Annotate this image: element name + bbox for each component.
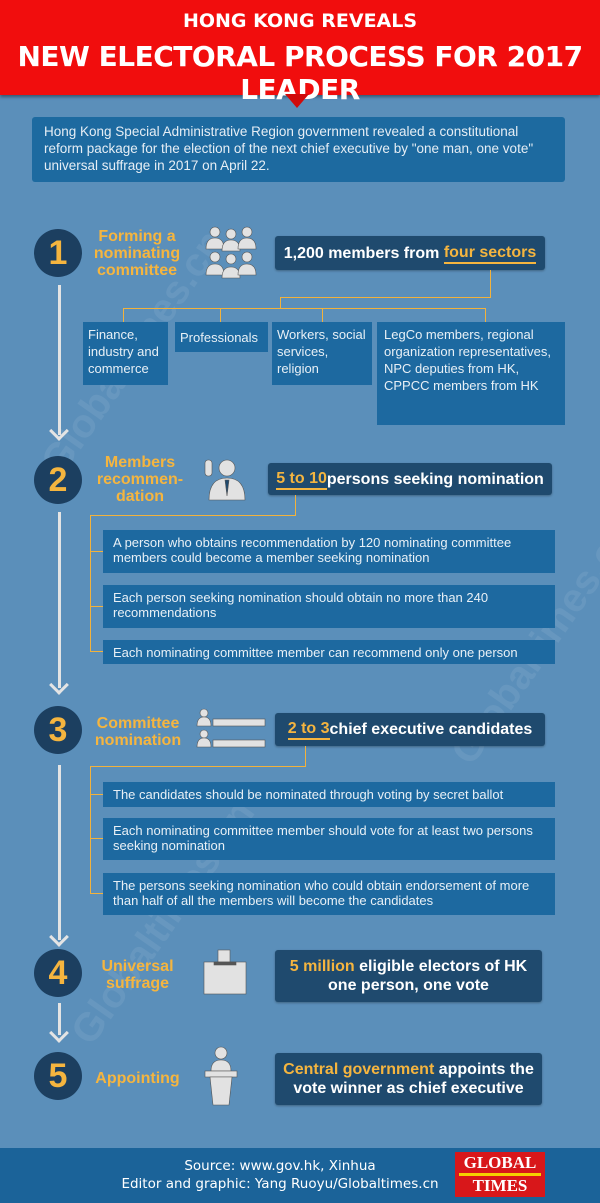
connector xyxy=(220,308,221,322)
connector xyxy=(322,308,323,322)
connector xyxy=(90,651,103,652)
banner-pointer xyxy=(285,94,309,108)
raised-hand-person-icon xyxy=(204,459,246,501)
connector xyxy=(90,893,103,894)
flow-arrow xyxy=(58,765,61,940)
detail-item: The candidates should be nominated throu… xyxy=(103,782,555,807)
sector-workers: Workers, social services, religion xyxy=(272,322,372,385)
header-banner: HONG KONG REVEALS NEW ELECTORAL PROCESS … xyxy=(0,0,600,106)
step-1-number: 1 xyxy=(34,229,82,277)
connector xyxy=(305,746,306,767)
detail-item: A person who obtains recommendation by 1… xyxy=(103,530,555,573)
step-4-title: Universal suffrage xyxy=(101,958,174,992)
summary-text: 5 million eligible electors of HK one pe… xyxy=(275,957,542,995)
summary-text: 1,200 members from xyxy=(283,244,440,262)
arrow-head-icon xyxy=(49,927,69,947)
connector xyxy=(295,495,296,516)
ballot-box-icon xyxy=(203,949,247,995)
connector xyxy=(90,606,103,607)
ballot-bars-icon xyxy=(196,708,266,748)
connector xyxy=(90,794,103,795)
step-5-summary: Central government appoints the vote win… xyxy=(275,1053,542,1105)
connector xyxy=(280,297,281,309)
footer-credit: Editor and graphic: Yang Ruoyu/Globaltim… xyxy=(121,1176,439,1192)
footer-source: Source: www.gov.hk, Xinhua xyxy=(184,1158,376,1174)
step-1-title: Forming a nominating committee xyxy=(93,228,181,279)
step-3-title: Committee nomination xyxy=(94,715,182,749)
detail-item: Each nominating committee member should … xyxy=(103,818,555,860)
step-1-summary: 1,200 members from four sectors xyxy=(275,236,545,270)
summary-highlight: 2 to 3 xyxy=(287,719,330,740)
connector xyxy=(280,297,491,298)
step-2-title: Members recommen-dation xyxy=(96,454,184,505)
detail-item: Each nominating committee member can rec… xyxy=(103,640,555,664)
sector-finance: Finance, industry and commerce xyxy=(83,322,168,385)
step-5-number: 5 xyxy=(34,1052,82,1100)
flow-arrow xyxy=(58,512,61,688)
step-2-summary: 5 to 10 persons seeking nomination xyxy=(268,463,552,495)
step-2-number: 2 xyxy=(34,456,82,504)
connector xyxy=(123,308,124,322)
step-3-number: 3 xyxy=(34,706,82,754)
summary-text: chief executive candidates xyxy=(329,721,533,738)
connector xyxy=(90,515,91,652)
connector xyxy=(90,551,103,552)
logo-stripe xyxy=(459,1173,541,1176)
summary-highlight: four sectors xyxy=(443,243,537,264)
summary-text: persons seeking nomination xyxy=(326,470,544,488)
step-4-number: 4 xyxy=(34,949,82,997)
committee-people-icon xyxy=(205,226,257,279)
summary-highlight: 5 million xyxy=(289,958,355,975)
title-line2: NEW ELECTORAL PROCESS FOR 2017 LEADER xyxy=(17,40,583,106)
sector-legco: LegCo members, regional organization rep… xyxy=(377,322,565,425)
summary-text: Central government appoints the vote win… xyxy=(275,1060,542,1098)
step-5-title: Appointing xyxy=(95,1070,180,1087)
flow-arrow xyxy=(58,285,61,435)
step-3-summary: 2 to 3 chief executive candidates xyxy=(275,713,545,746)
summary-highlight: Central government xyxy=(283,1061,435,1078)
connector xyxy=(90,766,91,894)
step-4-summary: 5 million eligible electors of HK one pe… xyxy=(275,950,542,1002)
summary-highlight: 5 to 10 xyxy=(276,469,327,490)
flow-arrow xyxy=(58,1003,61,1035)
detail-item: The persons seeking nomination who could… xyxy=(103,873,555,915)
connector xyxy=(123,308,486,309)
title-line1: HONG KONG REVEALS xyxy=(182,10,418,32)
podium-speaker-icon xyxy=(204,1046,238,1106)
connector xyxy=(90,838,103,839)
detail-item: Each person seeking nomination should ob… xyxy=(103,585,555,628)
global-times-logo: GLOBAL TIMES xyxy=(455,1152,545,1197)
summary-body: appoints the vote winner as chief execut… xyxy=(293,1061,534,1097)
connector xyxy=(485,308,486,322)
summary-body: eligible electors of HK one person, one … xyxy=(328,958,528,994)
logo-bottom: TIMES xyxy=(472,1176,528,1195)
connector xyxy=(490,270,491,298)
sector-professionals: Professionals xyxy=(175,322,268,352)
logo-top: GLOBAL xyxy=(463,1153,537,1172)
connector xyxy=(90,766,306,767)
arrow-head-icon xyxy=(49,675,69,695)
intro-text: Hong Kong Special Administrative Region … xyxy=(32,117,565,182)
connector xyxy=(90,515,296,516)
